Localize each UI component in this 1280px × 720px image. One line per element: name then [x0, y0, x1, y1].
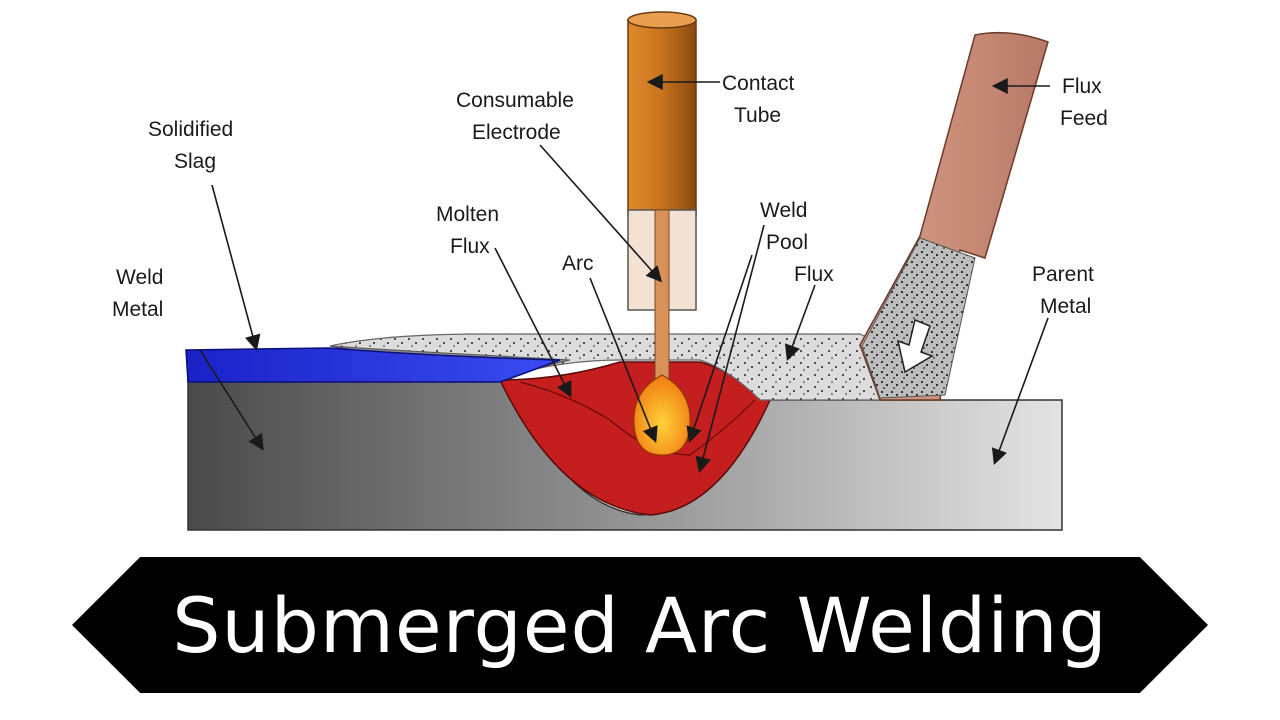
leader-lines: [199, 74, 1050, 474]
label-solidified-slag-line1: Solidified: [148, 118, 233, 141]
banner-title: Submerged Arc Welding: [172, 580, 1108, 670]
label-contact-tube-line2: Tube: [734, 104, 781, 127]
label-flux-feed-line2: Feed: [1060, 107, 1108, 130]
title-banner: Submerged Arc Welding: [72, 557, 1208, 693]
label-parent-metal-line1: Parent: [1032, 263, 1094, 286]
label-arc: Arc: [562, 252, 594, 275]
label-molten-flux-line1: Molten: [436, 203, 499, 226]
label-consumable-electrode-line2: Electrode: [472, 121, 561, 144]
label-molten-flux-line2: Flux: [450, 235, 490, 258]
label-flux-feed-line1: Flux: [1062, 75, 1102, 98]
flux-feed-granules: [861, 237, 976, 399]
label-contact-tube: Contact Tube: [722, 72, 800, 127]
label-consumable-electrode: Consumable Electrode: [456, 89, 580, 144]
label-solidified-slag-line2: Slag: [174, 150, 216, 173]
label-solidified-slag: Solidified Slag: [148, 118, 239, 173]
label-weld-metal-line2: Metal: [112, 298, 163, 321]
consumable-electrode-wire: [654, 209, 670, 381]
contact-tube-body: [627, 19, 697, 216]
flux-flow-arrow-icon: [896, 318, 934, 374]
label-weld-pool-line1: Weld: [760, 199, 807, 222]
label-parent-metal-line2: Metal: [1040, 295, 1091, 318]
weld-metal-bead: [185, 347, 561, 383]
label-parent-metal: Parent Metal: [1032, 263, 1100, 318]
label-flux-feed: Flux Feed: [1060, 75, 1108, 130]
label-weld-metal-line1: Weld: [116, 266, 163, 289]
label-weld-pool-line2: Pool: [766, 231, 808, 254]
label-flux: Flux: [794, 263, 834, 286]
label-weld-metal: Weld Metal: [112, 266, 169, 321]
callout-labels: Contact Tube Consumable Electrode Flux F…: [112, 72, 1108, 321]
label-contact-tube-line1: Contact: [722, 72, 795, 95]
label-consumable-electrode-line1: Consumable: [456, 89, 574, 112]
label-molten-flux: Molten Flux: [436, 203, 505, 258]
label-weld-pool: Weld Pool: [760, 199, 813, 254]
contact-tube-top: [627, 11, 697, 29]
